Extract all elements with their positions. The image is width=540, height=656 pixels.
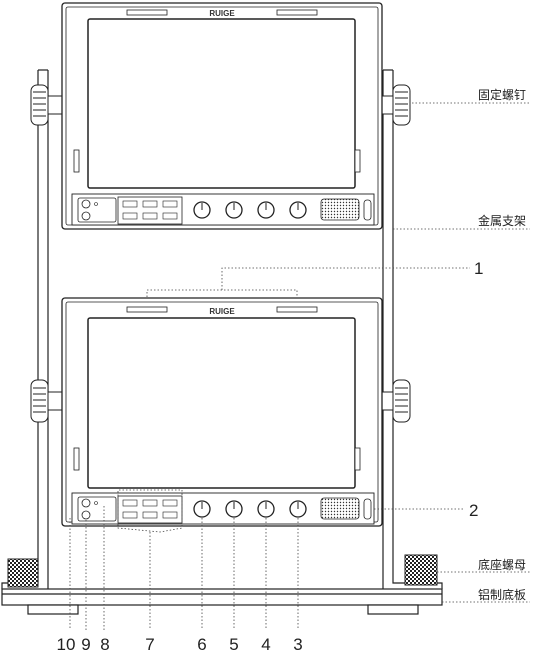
- left-metal-bracket: [37, 69, 49, 560]
- fixing-screw-knob-bottom-right: [379, 379, 411, 423]
- number-5: 5: [229, 635, 238, 654]
- top-monitor-brand-logo: RUIGE: [209, 9, 235, 18]
- base-nut-left: [7, 558, 39, 588]
- number-10: 10: [57, 635, 76, 654]
- label-fixing-screw: 固定螺钉: [478, 87, 526, 102]
- label-aluminum-base: 铝制底板: [478, 587, 526, 602]
- fixing-screw-knob-top-left: [30, 84, 63, 126]
- label-metal-bracket: 金属支架: [478, 213, 526, 228]
- base-nut-right: [404, 554, 438, 586]
- aluminum-base-plate: [1, 588, 443, 615]
- leader-lines: [69, 102, 530, 630]
- bottom-monitor-speaker-grille: [320, 497, 360, 520]
- number-3: 3: [293, 635, 302, 654]
- top-monitor: [61, 2, 383, 230]
- number-6: 6: [197, 635, 206, 654]
- marker-1: 1: [474, 259, 483, 278]
- number-4: 4: [261, 635, 270, 654]
- right-metal-bracket: [382, 69, 394, 560]
- bottom-monitor-brand-logo: RUIGE: [209, 307, 235, 316]
- number-7: 7: [145, 635, 154, 654]
- top-monitor-speaker-grille: [320, 198, 360, 221]
- top-monitor-screen: [87, 18, 356, 189]
- number-8: 8: [100, 635, 109, 654]
- number-9: 9: [81, 635, 90, 654]
- fixing-screw-knob-top-right: [379, 84, 411, 126]
- base-bracket-feet: [1, 560, 443, 589]
- label-base-nut: 底座螺母: [478, 557, 526, 572]
- bottom-monitor: [61, 297, 383, 527]
- bottom-monitor-screen: [87, 317, 356, 489]
- fixing-screw-knob-bottom-left: [30, 379, 63, 423]
- marker-2: 2: [469, 501, 478, 520]
